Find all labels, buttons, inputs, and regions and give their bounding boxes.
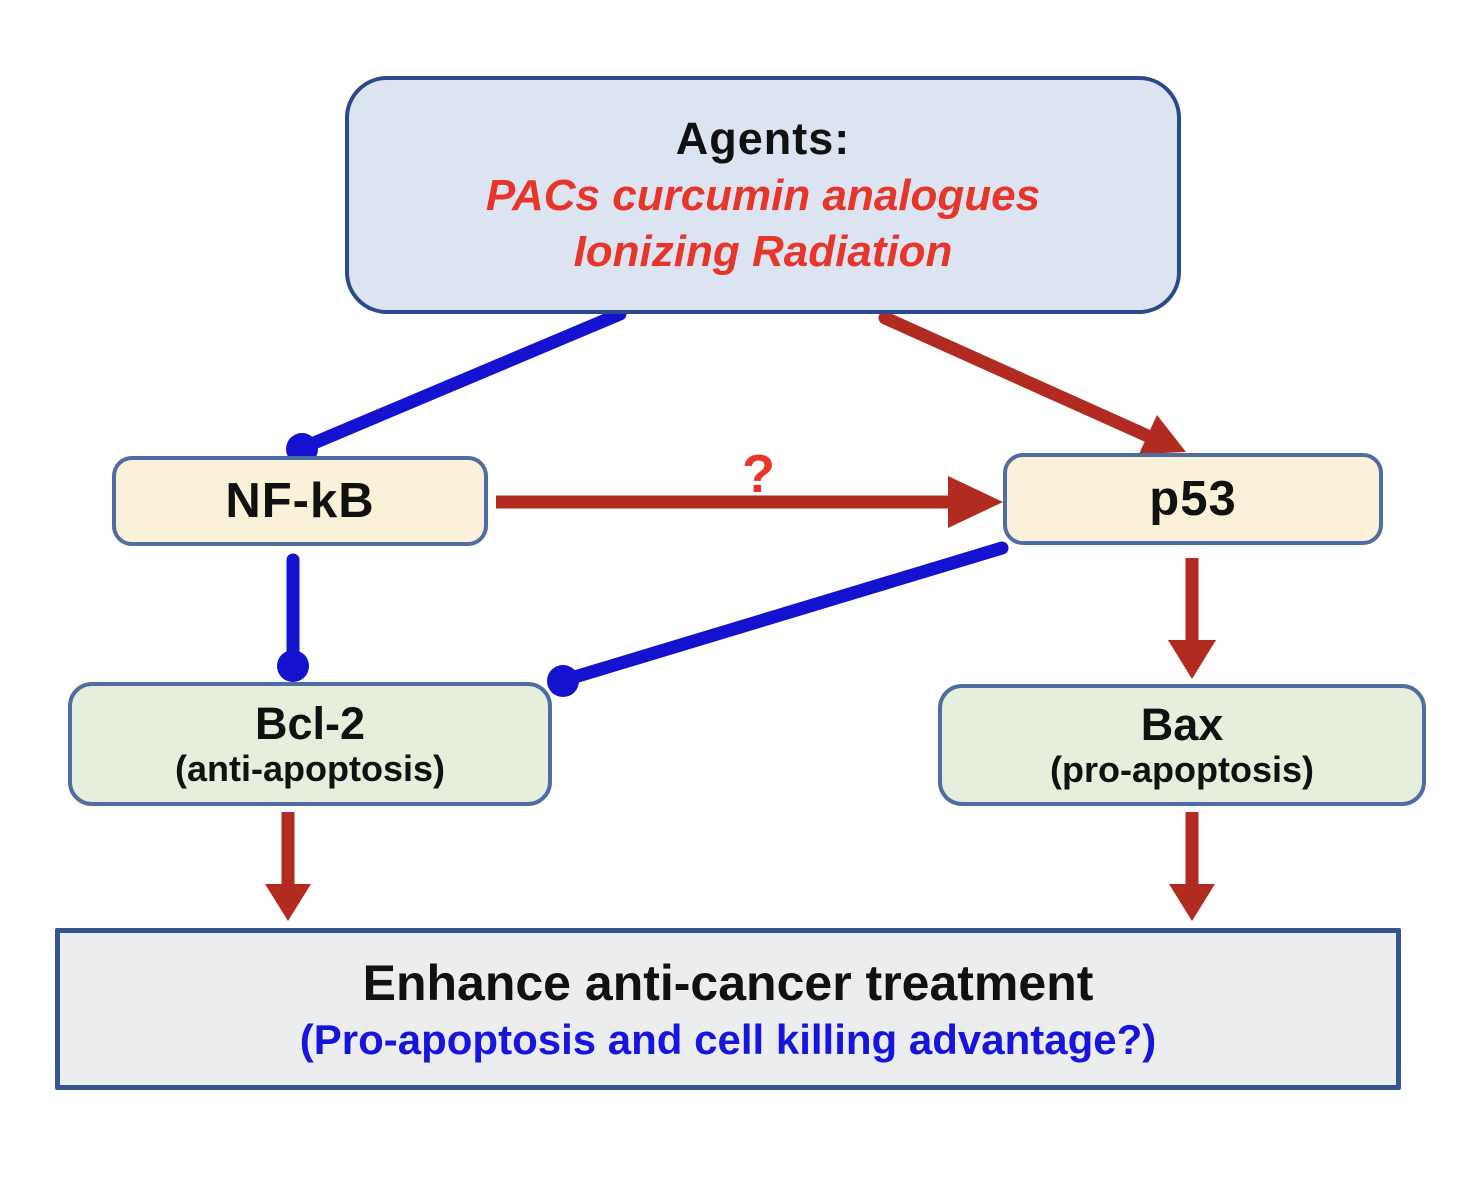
inhibition-line-p53-to-bcl2 (547, 541, 1009, 697)
bax-label: Bax (1140, 699, 1224, 751)
p53-box: p53 (1003, 453, 1383, 545)
agents-box: Agents: PACs curcumin analogues Ionizing… (345, 76, 1181, 314)
outcome-main-text: Enhance anti-cancer treatment (362, 955, 1094, 1011)
arrowhead-icon (1139, 415, 1186, 454)
inhibition-line (307, 307, 627, 450)
activation-arrow-nfkb-to-p53: ? (496, 444, 1003, 528)
bcl2-box: Bcl-2 (anti-apoptosis) (68, 682, 552, 806)
nfkb-label: NF-kB (225, 474, 375, 528)
agents-line-radiation: Ionizing Radiation (573, 227, 953, 276)
outcome-box: Enhance anti-cancer treatment (Pro-apopt… (55, 928, 1401, 1090)
arrowhead-icon (1169, 884, 1215, 921)
activation-line (878, 311, 1157, 444)
inhibition-dot-icon (547, 665, 579, 697)
arrowhead-icon (265, 884, 311, 921)
inhibition-line-agents-to-nfkb (286, 307, 627, 465)
arrowhead-icon (1168, 640, 1216, 679)
agents-title: Agents: (675, 113, 851, 164)
question-mark-label: ? (742, 444, 775, 504)
arrowhead-icon (948, 476, 1003, 528)
agents-line-pacs: PACs curcumin analogues (485, 171, 1041, 220)
p53-label: p53 (1149, 472, 1237, 526)
bcl2-label: Bcl-2 (254, 698, 366, 750)
nfkb-box: NF-kB (112, 456, 488, 546)
bax-sublabel: (pro-apoptosis) (1050, 748, 1314, 790)
inhibition-dot-icon (277, 650, 309, 682)
outcome-sub-text: (Pro-apoptosis and cell killing advantag… (299, 1016, 1157, 1063)
activation-arrow-agents-to-p53 (878, 311, 1186, 454)
bax-box: Bax (pro-apoptosis) (938, 684, 1426, 806)
activation-arrow-bcl2-to-outcome (265, 812, 311, 921)
activation-arrow-p53-to-bax (1168, 558, 1216, 679)
inhibition-line-nfkb-to-bcl2 (277, 553, 309, 682)
bcl2-sublabel: (anti-apoptosis) (175, 747, 445, 789)
inhibition-line (571, 541, 1009, 683)
activation-arrow-bax-to-outcome (1169, 812, 1215, 921)
